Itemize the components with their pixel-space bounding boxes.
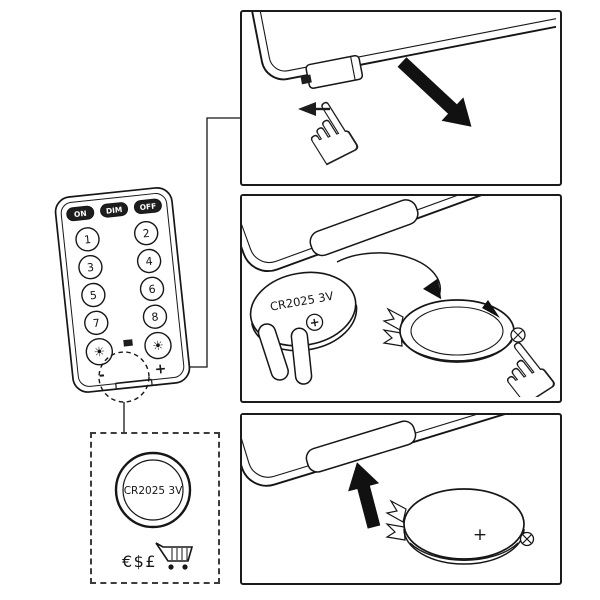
tray-latch-tab — [300, 74, 312, 85]
pull-out-arrow — [397, 57, 472, 127]
power-button-row: ON DIM OFF — [66, 198, 162, 222]
battery-holder-tray — [382, 299, 526, 363]
dial-right — [144, 331, 172, 360]
number-button-4 — [136, 248, 162, 274]
step3-panel: + — [240, 413, 562, 585]
battery-model-label: CR2025 3V — [124, 485, 183, 497]
number-button-6-label: 6 — [148, 283, 156, 297]
fingers-holding-battery — [257, 323, 313, 385]
step3-drawing: + — [242, 415, 556, 565]
finger — [290, 327, 313, 385]
remote-control: ON DIM OFF 1 2 3 4 5 6 7 — [54, 187, 191, 393]
battery-face — [403, 488, 525, 560]
mode-button-label: DIM — [105, 205, 122, 216]
sun-icon: ☀ — [152, 338, 165, 354]
finger — [257, 323, 289, 381]
holder-clip-left-bottom — [382, 329, 403, 347]
number-button-1 — [75, 227, 100, 252]
battery-inner-ring — [122, 459, 184, 521]
remote-corner-outline — [242, 415, 556, 487]
step2-drawing: CR2025 3V + ☝ — [242, 196, 556, 397]
screw-icon — [519, 531, 535, 547]
number-button-7-label: 7 — [92, 317, 100, 331]
number-button-4-label: 4 — [145, 255, 153, 269]
insert-back-arrow — [348, 462, 381, 529]
sun-icon: ☀ — [93, 345, 106, 361]
connector-line-step1 — [184, 117, 240, 368]
pointing-hand-icon: ☝ — [284, 82, 375, 180]
remote-corner-outline — [242, 196, 556, 272]
number-button-8-label: 8 — [151, 310, 159, 324]
battery-tray-sliding-out — [300, 54, 364, 89]
remote-corner-outline — [242, 12, 556, 81]
battery-compartment-highlight — [98, 351, 150, 403]
ir-led — [123, 339, 133, 347]
dial-minus-label: - — [98, 367, 106, 384]
brightness-dials: ☀ ☀ - + — [85, 331, 172, 384]
battery-tray-seam — [115, 378, 153, 390]
battery-outer-ring — [114, 451, 192, 529]
remote-corner-inner-line — [242, 196, 556, 264]
step2-panel: CR2025 3V + ☝ — [240, 194, 562, 403]
remote-corner-inner-line — [242, 12, 556, 72]
press-in-arrowhead — [482, 300, 500, 318]
step1-remote-corner — [242, 12, 556, 89]
battery-in-holder: + — [385, 488, 535, 565]
number-button-7 — [84, 310, 109, 336]
off-button — [133, 198, 162, 215]
mode-button — [100, 202, 129, 218]
on-button-label: ON — [74, 209, 88, 219]
number-button-8 — [142, 304, 168, 329]
holder-recess — [410, 306, 504, 356]
tray-slot-opening — [309, 199, 419, 257]
battery-purchase-box: CR2025 3V €$£ — [90, 432, 220, 584]
battery-plus-marking — [305, 313, 324, 331]
number-button-3-label: 3 — [86, 261, 94, 275]
holder-clip-left-bottom — [385, 523, 406, 541]
number-button-1-label: 1 — [83, 233, 91, 247]
dial-plus-label: + — [154, 361, 167, 378]
shopping-cart-icon — [155, 542, 194, 570]
number-button-2-label: 2 — [142, 227, 150, 241]
insert-curve-arrowhead — [423, 278, 442, 300]
holder-base — [401, 340, 513, 362]
coin-battery-icon: CR2025 3V — [114, 451, 192, 529]
insert-curve-arrow — [336, 252, 441, 297]
number-button-grid: 1 2 3 4 5 6 7 8 — [75, 220, 168, 336]
battery-tray-seam — [350, 56, 356, 81]
currency-text: €$£ — [122, 552, 157, 571]
number-button-5 — [81, 282, 106, 308]
tray-slot-opening — [305, 420, 417, 473]
step2-remote-corner — [242, 196, 556, 272]
dial-left — [85, 338, 114, 366]
battery-plus-label: + — [308, 315, 320, 331]
battery-plus-label: + — [473, 525, 487, 545]
remote-corner-inner-line — [242, 415, 556, 478]
press-direction-arrow — [298, 102, 330, 116]
number-button-2 — [133, 220, 159, 246]
screw-icon — [510, 327, 526, 343]
step3-remote-corner — [242, 415, 556, 487]
off-button-label: OFF — [139, 201, 156, 212]
number-button-5-label: 5 — [89, 289, 97, 303]
battery-face — [249, 271, 357, 347]
number-button-6 — [139, 276, 165, 302]
step1-panel: ☝ — [240, 10, 562, 186]
purchase-drawing: CR2025 3V €$£ — [114, 451, 194, 571]
on-button — [66, 205, 95, 222]
holder-base — [409, 542, 519, 561]
holder-clip-left-top — [385, 499, 407, 523]
number-button-3 — [78, 254, 103, 280]
step1-drawing: ☝ — [242, 12, 556, 180]
